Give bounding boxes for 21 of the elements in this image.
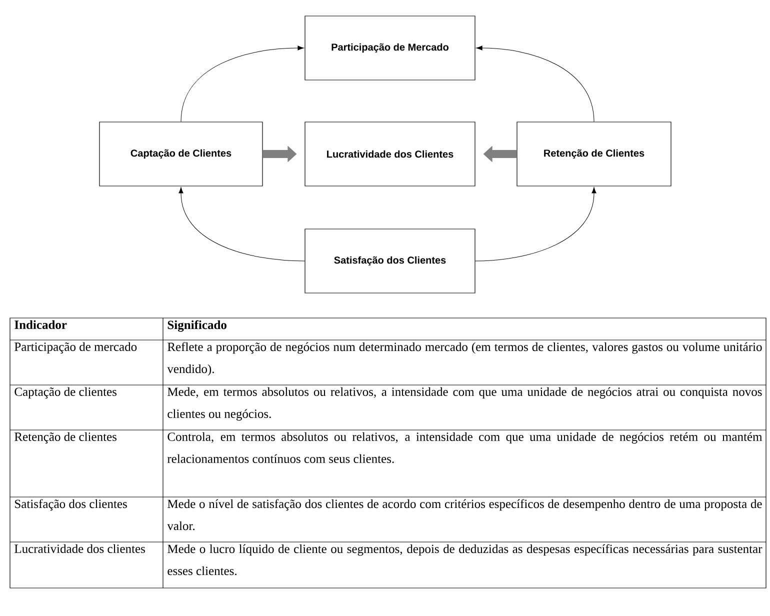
table-text: Captação de clientes [14,387,116,399]
curved-arrow [475,187,596,262]
table-text: Mede o nível de satisfação dos clientes de acordo com critérios específicos de desempenho dentro de uma proposta de valor. [167,499,762,530]
curved-arrow [178,187,305,262]
table-text: Mede o lucro líquido de cliente ou segmentos, depois de deduzidas as despesas específicas necessárias para sustentar esses clientes. [168,544,762,576]
curved-arrow [180,46,304,122]
process-box: Captação de Clientes [99,122,263,186]
table-text: Controla, em termos absolutos ou relativos, a intensidade com que uma unidade de negócios retém ou mantém relacionamentos contínuos com seus clientes. [167,432,762,464]
table-text: Participação de mercado [14,342,137,354]
table-text: Lucratividade dos clientes [14,544,145,553]
table-header: Significado [168,320,226,332]
table-text: Mede, em termos absolutos ou relativos, a intensidade com que uma unidade de negócios atrai ou conquista novos clientes ou negócios. [168,387,762,421]
process-box: Participação de Mercado [304,16,476,80]
table-text: Retenção de clientes [14,432,116,444]
curved-arrow [476,46,594,122]
process-box: Lucratividade dos Clientes [304,122,476,186]
table-text: Satisfação dos clientes [15,499,127,511]
table-text: Reflete a proporção de negócios num determinado mercado (em termos de clientes, valores gastos ou volume unitário vendido). [167,342,762,376]
table-header: Indicador [14,320,67,329]
process-box: Retenção de Clientes [516,122,672,186]
process-box: Satisfação dos Clientes [304,228,476,294]
